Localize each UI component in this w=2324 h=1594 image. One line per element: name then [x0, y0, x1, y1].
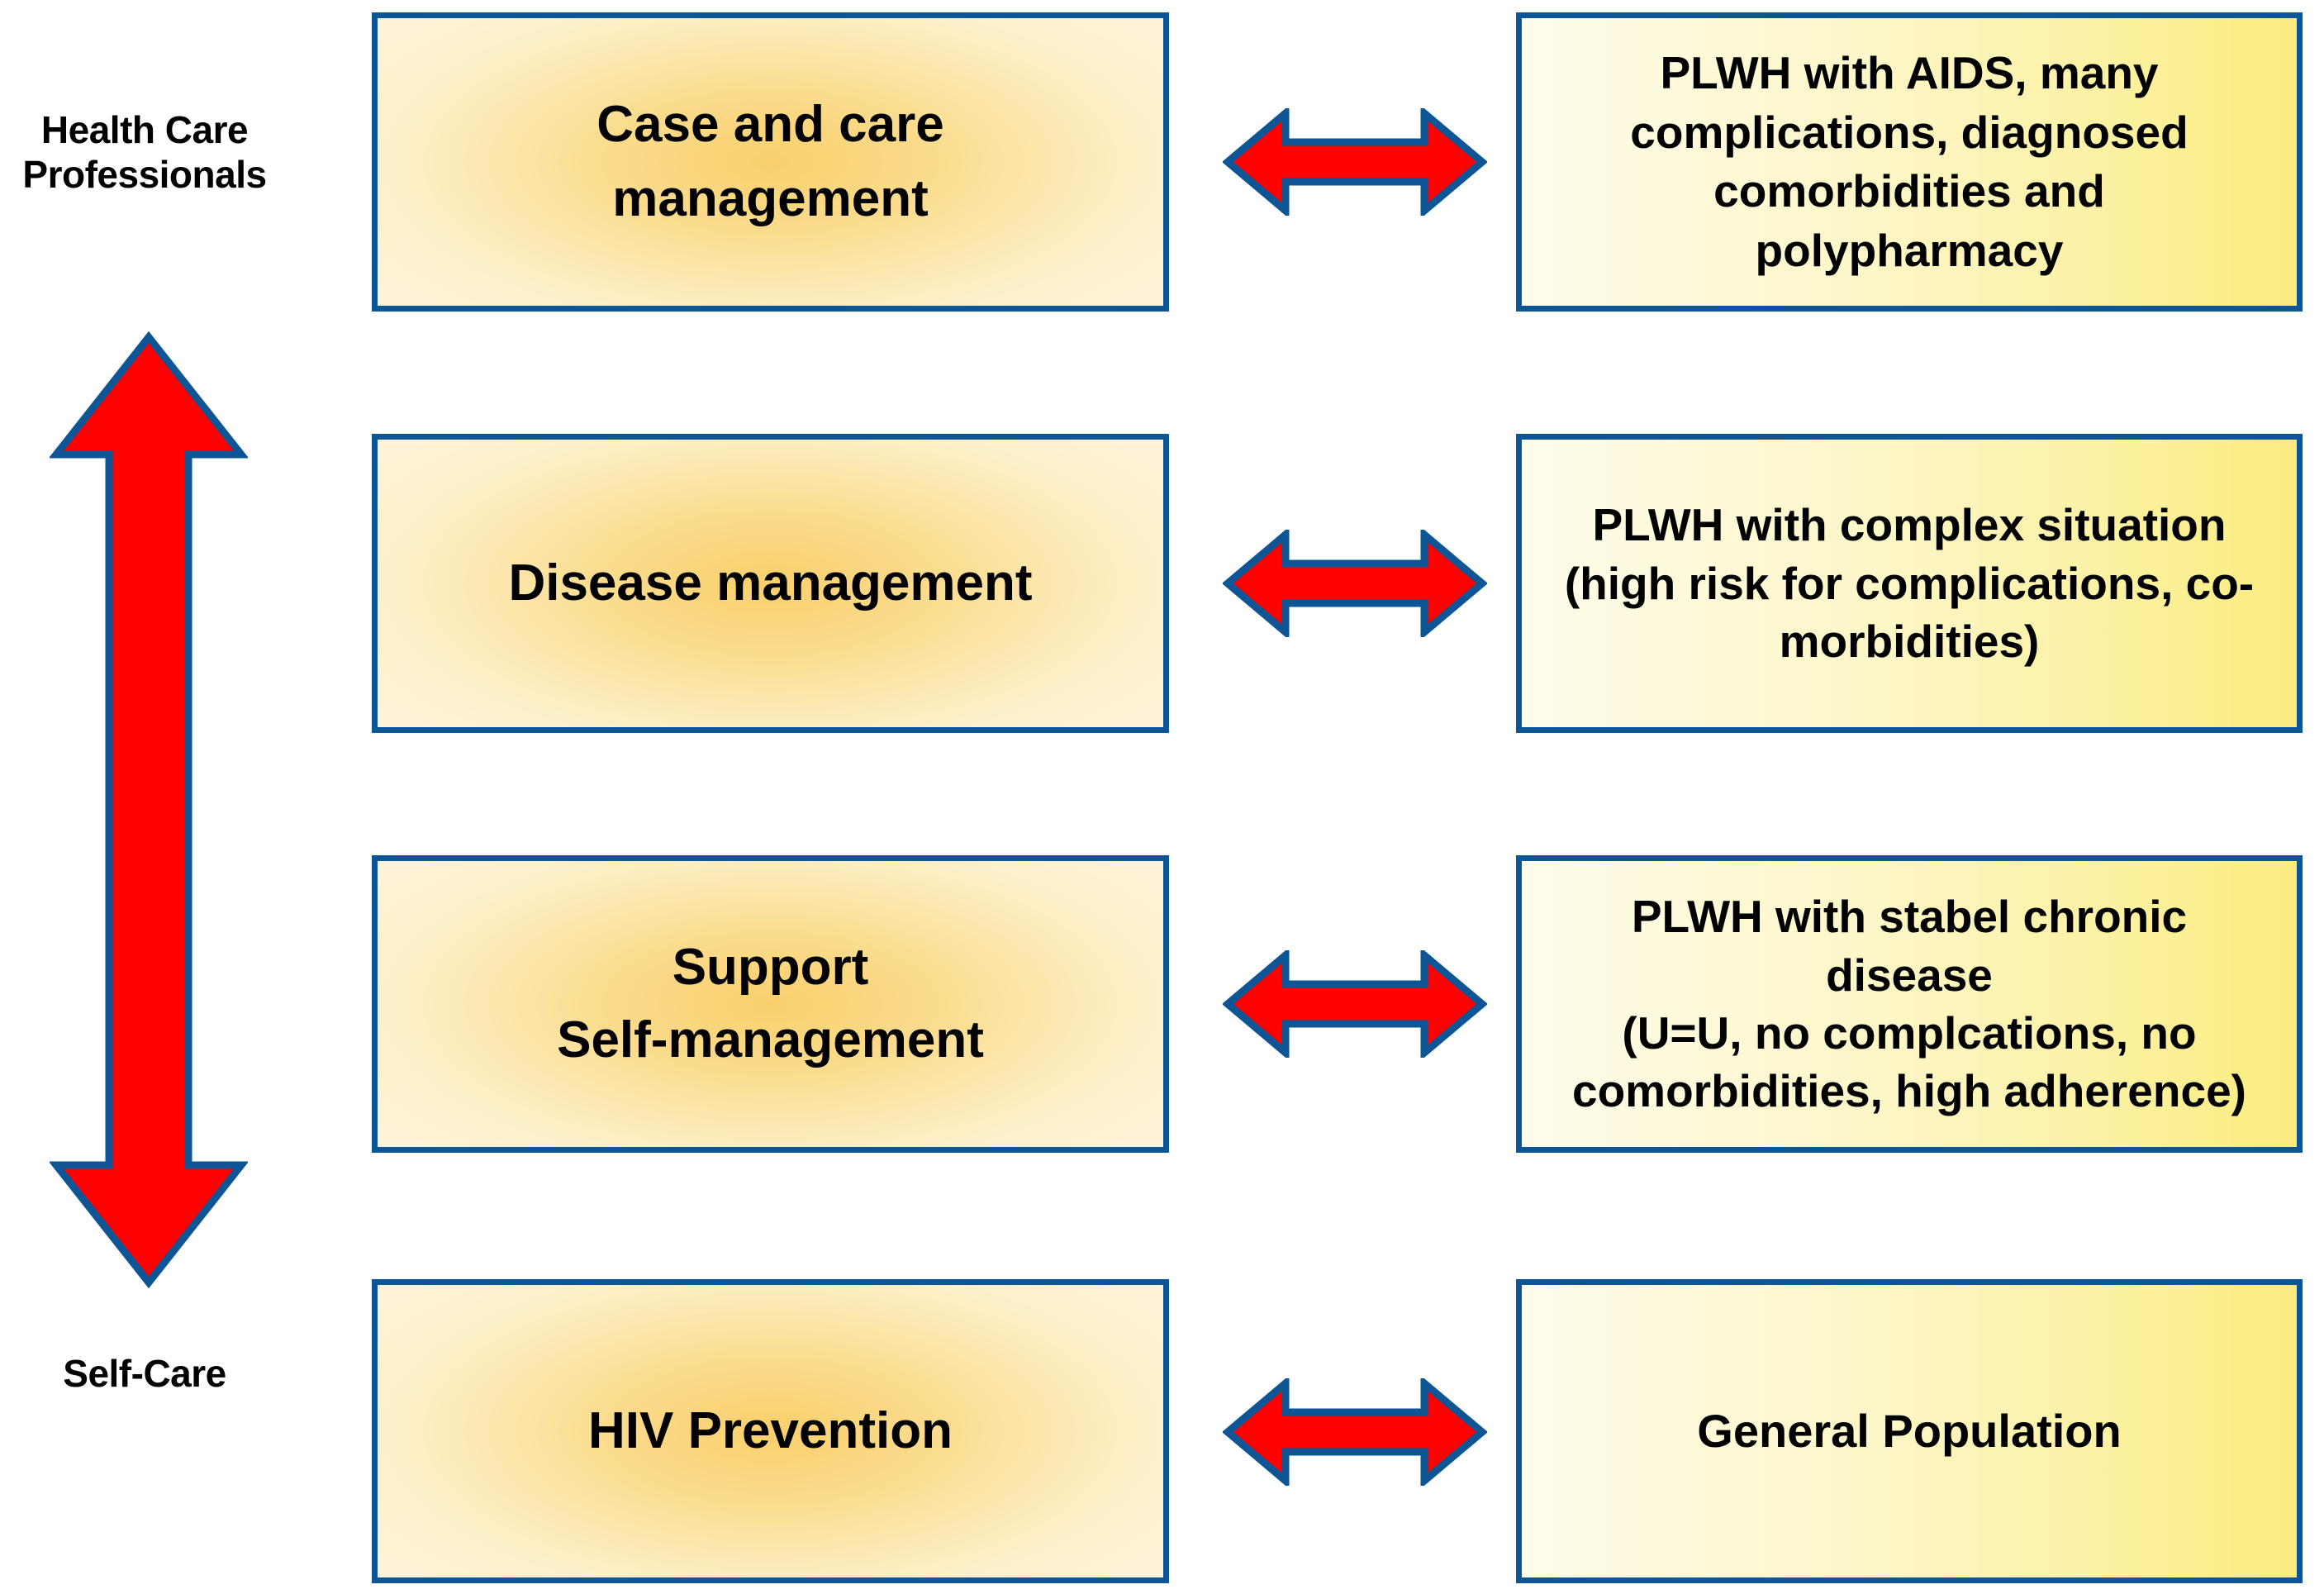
care-level-box-support-self-management[interactable]: Support Self-management — [372, 855, 1169, 1153]
diagram-row: Case and care management PLWH with AIDS,… — [0, 12, 2324, 312]
horizontal-double-arrow-icon — [1222, 526, 1488, 640]
population-box-plwh-aids[interactable]: PLWH with AIDS, many complications, diag… — [1516, 12, 2303, 312]
diagram-row: HIV Prevention General Population — [0, 1279, 2324, 1583]
care-level-label: Case and care management — [596, 96, 944, 227]
population-box-general-population[interactable]: General Population — [1516, 1279, 2303, 1583]
horizontal-double-arrow-icon — [1222, 947, 1488, 1061]
care-level-label: HIV Prevention — [588, 1401, 953, 1459]
population-box-plwh-complex-situation[interactable]: PLWH with complex situation (high risk f… — [1516, 434, 2303, 733]
care-level-box-case-and-care-management[interactable]: Case and care management — [372, 12, 1169, 312]
population-label: General Population — [1697, 1405, 2122, 1458]
population-label: PLWH with complex situation (high risk f… — [1564, 499, 2255, 668]
diagram-row: Support Self-management PLWH with stabel… — [0, 855, 2324, 1153]
population-label: PLWH with stabel chronic disease (U=U, n… — [1572, 891, 2246, 1117]
care-level-box-disease-management[interactable]: Disease management — [372, 434, 1169, 733]
axis-bottom-label: Self-Care — [63, 1352, 226, 1395]
population-label: PLWH with AIDS, many complications, diag… — [1630, 47, 2189, 276]
vertical-double-arrow-icon — [48, 331, 250, 1289]
care-level-box-hiv-prevention[interactable]: HIV Prevention — [372, 1279, 1169, 1583]
care-level-label: Disease management — [508, 554, 1033, 611]
axis-top-label: Health Care Professionals — [22, 108, 267, 197]
horizontal-double-arrow-icon — [1222, 1375, 1488, 1489]
horizontal-double-arrow-icon — [1222, 105, 1488, 219]
population-box-plwh-stable-chronic-disease[interactable]: PLWH with stabel chronic disease (U=U, n… — [1516, 855, 2303, 1153]
diagram-row: Disease management PLWH with complex sit… — [0, 434, 2324, 733]
care-level-label: Support Self-management — [557, 938, 984, 1068]
